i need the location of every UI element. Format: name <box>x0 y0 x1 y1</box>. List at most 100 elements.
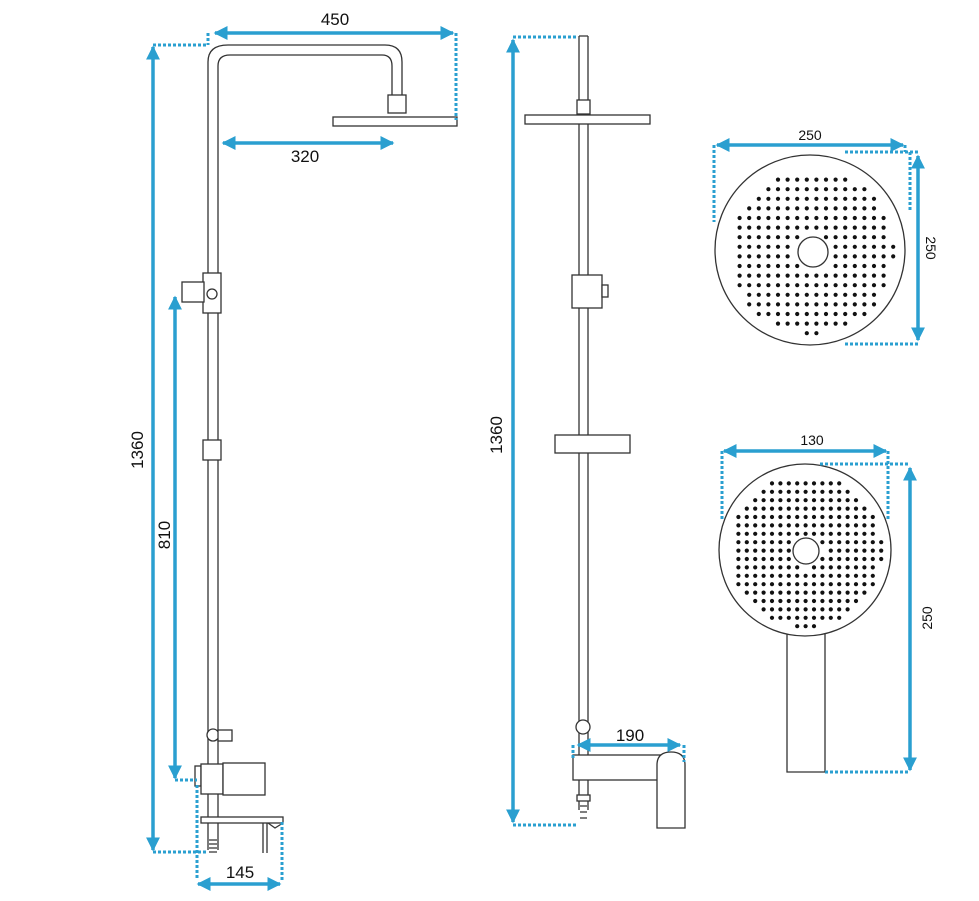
nozzle-dot <box>744 573 749 578</box>
nozzle-dot <box>744 582 749 587</box>
nozzle-dot <box>803 531 808 536</box>
nozzle-dot <box>833 263 838 269</box>
nozzle-dot <box>795 187 800 192</box>
nozzle-dot <box>769 582 775 587</box>
nozzle-dot <box>862 590 867 595</box>
nozzle-dot <box>820 607 825 612</box>
nozzle-dot <box>785 244 790 249</box>
dim-label-spout-reach: 190 <box>616 726 644 745</box>
soap-dish <box>554 434 631 454</box>
nozzle-dot <box>747 244 752 249</box>
nozzle-dot <box>775 215 781 221</box>
nozzle-dot <box>766 254 771 259</box>
nozzle-dot <box>795 273 800 278</box>
nozzle-dot <box>828 531 833 536</box>
dim-guide-145 <box>195 785 284 880</box>
nozzle-dot <box>804 273 809 278</box>
nozzle-dot <box>845 514 850 520</box>
nozzle-dot <box>811 523 817 528</box>
nozzle-dot <box>803 590 808 595</box>
nozzle-dot <box>795 302 800 307</box>
nozzle-dot <box>852 244 857 249</box>
nozzle-dot <box>795 206 800 211</box>
nozzle-dot <box>769 607 775 612</box>
nozzle-dot <box>853 514 859 520</box>
inlet-thread <box>209 839 217 853</box>
nozzle-dot <box>736 531 741 536</box>
nozzle-dot <box>811 481 817 486</box>
nozzle-dot <box>823 321 829 326</box>
nozzle-dot <box>862 187 867 192</box>
nozzle-dot <box>862 302 867 307</box>
nozzle-dot <box>879 556 884 562</box>
nozzle-dot <box>775 254 781 259</box>
nozzle-dot <box>879 540 884 545</box>
mixer-cap <box>194 765 202 787</box>
nozzle-dot <box>766 244 771 249</box>
nozzle-dot <box>871 196 877 201</box>
nozzle-dot <box>853 548 859 553</box>
nozzle-dot <box>804 187 809 192</box>
nozzle-dot <box>744 523 749 528</box>
nozzle-dot <box>862 573 867 578</box>
nozzle-dot <box>761 531 766 536</box>
nozzle-dot <box>823 187 829 192</box>
nozzle-dot <box>837 607 842 612</box>
nozzle-dot <box>862 196 867 201</box>
nozzle-dot <box>778 531 783 536</box>
nozzle-dot <box>843 215 848 221</box>
nozzle-dot <box>766 206 771 211</box>
nozzle-dot <box>753 548 758 553</box>
nozzle-dot <box>843 254 848 259</box>
nozzle-dot <box>833 187 838 192</box>
nozzle-dot <box>852 302 857 307</box>
nozzle-dot <box>785 311 790 317</box>
nozzle-dot <box>803 607 808 612</box>
nozzle-dot <box>786 506 791 511</box>
nozzle-dot <box>769 590 775 595</box>
nozzle-dot <box>814 187 819 192</box>
nozzle-dot <box>795 573 800 578</box>
nozzle-dot <box>870 565 875 570</box>
nozzle-dot <box>795 531 800 536</box>
nozzle-dot <box>766 263 771 269</box>
nozzle-dot <box>845 573 850 578</box>
nozzle-dot <box>811 489 817 494</box>
nozzle-dot <box>744 565 749 570</box>
nozzle-dot <box>811 565 817 570</box>
nozzle-dot <box>845 548 850 553</box>
nozzle-dot <box>778 598 783 604</box>
nozzle-dot <box>775 225 781 230</box>
nozzle-dot <box>862 292 867 297</box>
nozzle-dot <box>870 540 875 545</box>
nozzle-dot <box>837 540 842 545</box>
nozzle-dot <box>747 225 752 230</box>
mixer-lever <box>262 822 284 853</box>
nozzle-dot <box>747 215 752 221</box>
nozzle-dot <box>761 540 766 545</box>
nozzle-dot <box>833 225 838 230</box>
dim-guide-hand-length <box>820 462 910 774</box>
hand-shower-plan: 130 250 <box>718 432 935 774</box>
nozzle-dot <box>823 273 829 278</box>
nozzle-dot <box>852 235 857 240</box>
nozzle-dot <box>769 540 775 545</box>
inlet-nut-front <box>576 794 591 802</box>
nozzle-dot <box>833 321 838 326</box>
nozzle-dot <box>756 283 761 288</box>
nozzle-dot <box>747 263 752 269</box>
nozzle-dot <box>862 254 867 259</box>
nozzle-dot <box>766 311 771 317</box>
spout-body <box>572 754 674 781</box>
nozzle-dot <box>785 254 790 259</box>
nozzle-dot <box>870 556 875 562</box>
nozzle-dot <box>769 556 775 562</box>
nozzle-dot <box>795 565 800 570</box>
nozzle-dot <box>820 523 825 528</box>
nozzle-dot <box>769 573 775 578</box>
nozzle-dot <box>795 225 800 230</box>
nozzle-dot <box>828 489 833 494</box>
nozzle-dot <box>756 225 761 230</box>
nozzle-dot <box>744 556 749 562</box>
